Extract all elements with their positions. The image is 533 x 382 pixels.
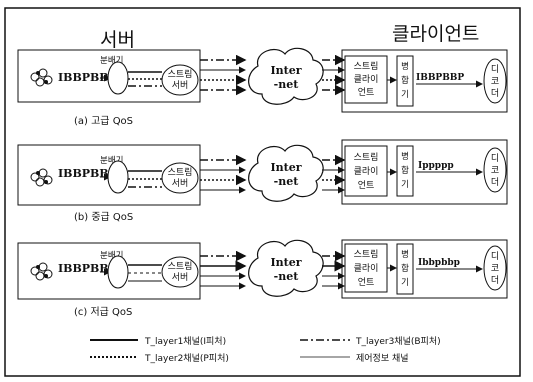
legend: T_layer1채널(I피처) T_layer3채널(B피처) T_layer2… bbox=[90, 335, 441, 364]
splitter-label: 분배기 bbox=[100, 251, 123, 261]
client-header: 클라이언트 bbox=[392, 23, 479, 45]
stream-server-label-2: 서버 bbox=[172, 272, 189, 283]
splitter-label: 분배기 bbox=[100, 56, 123, 66]
decoder-label-1: 디 bbox=[491, 64, 499, 75]
stream-server-label-2: 서버 bbox=[172, 80, 189, 91]
panel-frame bbox=[17, 242, 201, 300]
merger-label-2: 합 bbox=[401, 76, 409, 86]
stream-server-ellipse bbox=[161, 64, 199, 96]
output-frame-sequence: IBBPBBP bbox=[416, 73, 464, 83]
internet-cloud bbox=[248, 239, 324, 297]
panel-low-qos: IBBPBBP 분배기 스트림 서버 Inter -net 스트림 클라이 언트… bbox=[17, 239, 508, 318]
panel-medium-qos: IBBPBBP 분배기 스트림 서버 Inter -net 스트림 클라이 언트… bbox=[17, 139, 508, 223]
internet-label-1: Inter bbox=[270, 256, 301, 269]
merger-label-2: 합 bbox=[401, 264, 409, 274]
stream-server-ellipse bbox=[161, 256, 199, 288]
splitter-ellipse bbox=[107, 61, 129, 95]
merger-label-3: 기 bbox=[401, 180, 409, 190]
source-video-icon bbox=[30, 168, 53, 187]
merger-label-3: 기 bbox=[401, 278, 409, 288]
stream-client-label-3: 언트 bbox=[358, 179, 375, 191]
stream-client-box bbox=[344, 145, 388, 197]
stream-client-label-3: 언트 bbox=[358, 86, 375, 98]
decoder-label-2: 코 bbox=[491, 77, 499, 87]
server-header: 서버 bbox=[100, 29, 135, 51]
stream-client-label-2: 클라이 bbox=[354, 166, 379, 177]
stream-client-label-3: 언트 bbox=[358, 276, 375, 288]
internet-label-2: -net bbox=[274, 78, 300, 91]
decoder-label-2: 코 bbox=[491, 264, 499, 274]
panel-high-qos: IBBPBBP 분배기 스트림 서버 Inter -net 스트림 클라이 언트… bbox=[17, 47, 508, 127]
stream-server-label-1: 스트림 bbox=[168, 260, 193, 272]
source-video-icon bbox=[30, 68, 53, 87]
legend-label-layer2: T_layer2채널(P피처) bbox=[144, 352, 229, 364]
stream-client-label-2: 클라이 bbox=[354, 74, 379, 85]
stream-server-label-1: 스트림 bbox=[168, 68, 193, 80]
internet-label-2: -net bbox=[274, 270, 300, 283]
decoder-label-1: 디 bbox=[491, 251, 499, 262]
internet-label-1: Inter bbox=[270, 64, 301, 77]
merger-box bbox=[396, 243, 414, 295]
merger-label-1: 병 bbox=[401, 152, 409, 162]
panel-frame bbox=[17, 49, 201, 103]
merger-box bbox=[396, 145, 414, 197]
legend-label-layer1: T_layer1채널(I피처) bbox=[144, 335, 226, 347]
stream-client-box bbox=[344, 243, 388, 293]
output-frame-sequence: Ibbpbbp bbox=[418, 258, 460, 268]
panel-caption: (a) 고급 QoS bbox=[74, 115, 133, 127]
internet-label-1: Inter bbox=[270, 161, 301, 174]
stream-client-label-1: 스트림 bbox=[354, 248, 379, 260]
outer-frame bbox=[4, 7, 521, 377]
stream-client-label-2: 클라이 bbox=[354, 263, 379, 274]
merger-label-3: 기 bbox=[401, 90, 409, 100]
stream-server-ellipse bbox=[161, 162, 199, 194]
source-video-icon bbox=[30, 262, 53, 281]
legend-label-layer3: T_layer3채널(B피처) bbox=[355, 335, 441, 347]
stream-server-label-2: 서버 bbox=[172, 178, 189, 189]
decoder-label-3: 더 bbox=[491, 275, 499, 286]
internet-cloud bbox=[248, 47, 324, 105]
merger-label-2: 합 bbox=[401, 166, 409, 176]
decoder-label-3: 더 bbox=[491, 177, 499, 188]
internet-cloud bbox=[248, 144, 324, 202]
splitter-ellipse bbox=[107, 255, 129, 289]
panel-caption: (b) 중급 QoS bbox=[74, 211, 133, 223]
decoder-ellipse bbox=[483, 58, 507, 104]
splitter-label: 분배기 bbox=[100, 156, 123, 166]
panel-caption: (c) 저급 QoS bbox=[74, 306, 132, 318]
decoder-label-1: 디 bbox=[491, 153, 499, 164]
decoder-ellipse bbox=[483, 245, 507, 291]
decoder-label-3: 더 bbox=[491, 88, 499, 99]
legend-label-control: 제어정보 채널 bbox=[356, 353, 409, 364]
stream-client-label-1: 스트림 bbox=[354, 60, 379, 72]
internet-label-2: -net bbox=[274, 175, 300, 188]
merger-label-1: 병 bbox=[401, 250, 409, 260]
stream-server-label-1: 스트림 bbox=[168, 166, 193, 178]
stream-client-box bbox=[344, 55, 388, 104]
decoder-label-2: 코 bbox=[491, 166, 499, 176]
splitter-ellipse bbox=[107, 160, 129, 194]
output-frame-sequence: Ippppp bbox=[418, 161, 454, 171]
decoder-ellipse bbox=[483, 147, 507, 193]
source-frame-sequence: IBBPBBP bbox=[58, 71, 117, 84]
stream-client-label-1: 스트림 bbox=[354, 151, 379, 163]
merger-label-1: 병 bbox=[401, 62, 409, 72]
merger-box bbox=[396, 55, 414, 107]
panel-frame bbox=[17, 144, 201, 206]
